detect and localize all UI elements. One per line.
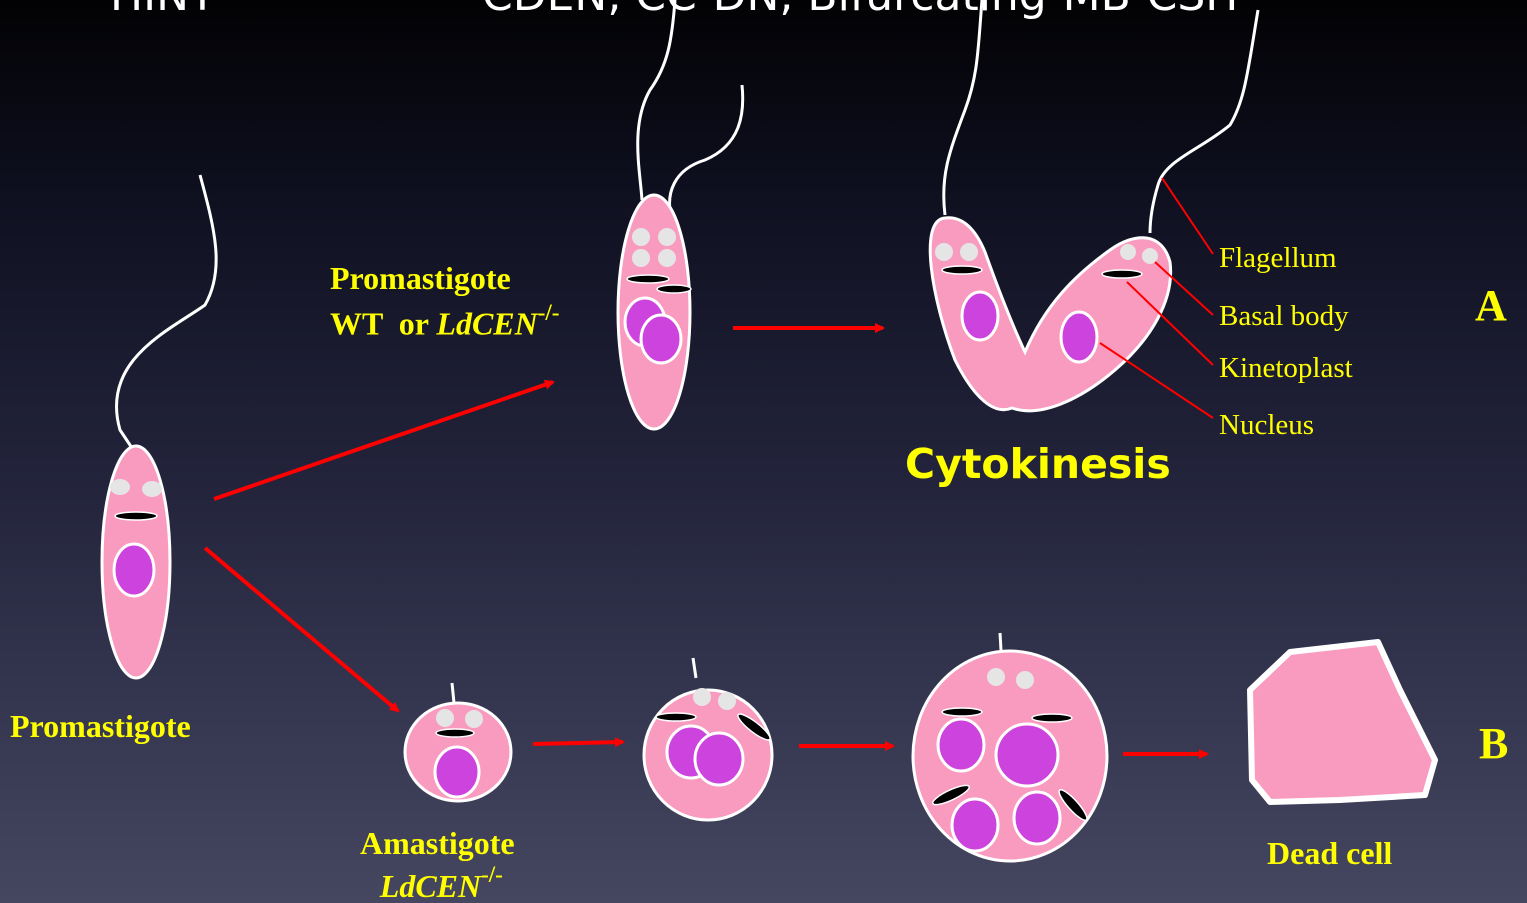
label-flagellum: Flagellum <box>1219 242 1337 275</box>
label-dead-cell: Dead cell <box>1267 835 1392 872</box>
label-promastigote-top: Promastigote <box>330 260 511 296</box>
pointer-nucleus <box>1100 343 1213 418</box>
amastigote-cell-1 <box>405 683 511 801</box>
label-amastigote-sup: -/- <box>481 861 503 887</box>
basal-body-left-1 <box>110 479 130 495</box>
label-ldcen-sup: -/- <box>538 299 560 325</box>
label-cytokinesis: Cytokinesis <box>905 440 1171 488</box>
cytokinesis-cell <box>930 0 1258 418</box>
promastigote-cell-left <box>102 175 216 678</box>
promastigote-cell-middle <box>618 0 743 429</box>
flagellum-middle-1 <box>638 0 675 200</box>
label-amastigote-top: Amastigote <box>360 825 515 861</box>
flagellum-middle-2 <box>670 85 743 210</box>
flagellum-left <box>116 175 216 448</box>
label-kinetoplast: Kinetoplast <box>1219 352 1353 385</box>
kinetoplast-middle-1 <box>627 275 669 283</box>
arrow-amastigote-1-2 <box>533 742 623 744</box>
dead-cell-shape <box>1250 642 1435 802</box>
label-nucleus: Nucleus <box>1219 409 1314 442</box>
amastigote-cell-3 <box>913 633 1107 861</box>
label-ldcen: LdCEN <box>436 306 537 342</box>
arrow-to-amastigote <box>205 548 398 711</box>
amastigote-cell-2 <box>644 658 773 820</box>
label-basal-body: Basal body <box>1219 300 1349 333</box>
nucleus-left <box>114 544 154 596</box>
label-amastigote: Amastigote LdCEN-/- <box>360 826 515 903</box>
flagellum-cyto-1 <box>944 0 982 215</box>
label-pathway-b: B <box>1479 718 1508 769</box>
label-amastigote-ldcen: LdCEN <box>380 868 481 903</box>
label-wt-or: WT or <box>330 306 436 342</box>
kinetoplast-left <box>115 512 157 520</box>
flagellum-cyto-2 <box>1150 10 1258 233</box>
basal-body-left-2 <box>142 481 162 497</box>
kinetoplast-middle-2 <box>657 285 691 293</box>
nucleus-middle-2 <box>641 315 681 363</box>
label-promastigote: Promastigote <box>10 708 191 745</box>
label-promastigote-wt: Promastigote WT or LdCEN-/- <box>330 260 559 343</box>
label-pathway-a: A <box>1475 280 1507 331</box>
pointer-flagellum <box>1162 178 1213 254</box>
arrow-to-promastigote <box>214 382 553 499</box>
